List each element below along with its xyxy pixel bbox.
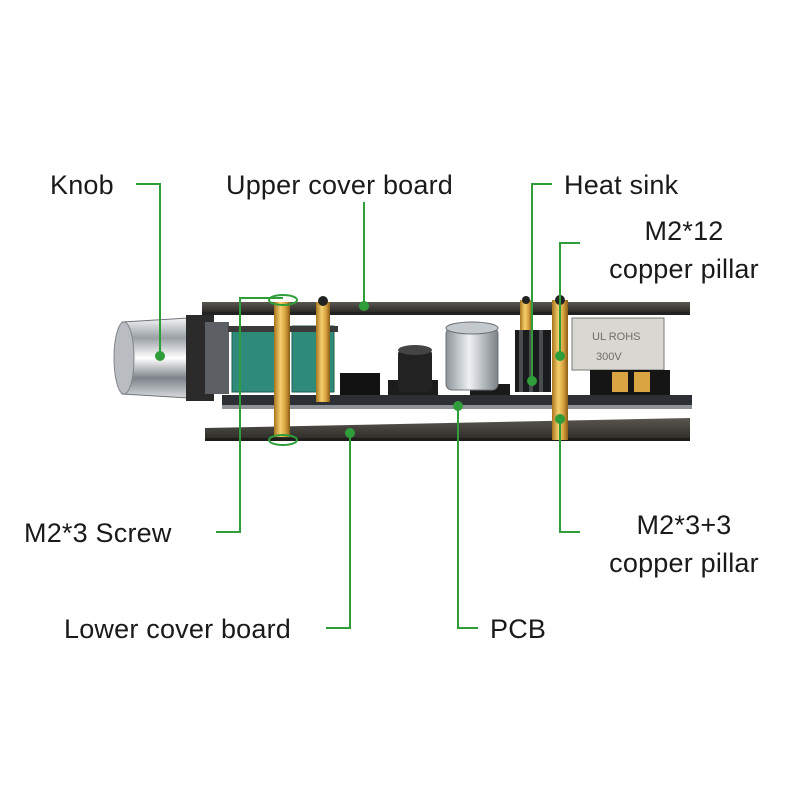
capacitors — [398, 321, 499, 392]
label-knob: Knob — [50, 170, 114, 200]
label-m2-12-line2: copper pillar — [609, 254, 759, 284]
label-m2-12-line1: M2*12 — [644, 216, 724, 246]
brass-pillars — [274, 300, 568, 440]
knob — [113, 315, 229, 401]
leader-m2-3-screw — [216, 297, 283, 533]
label-m2-3-3-line1: M2*3+3 — [636, 510, 732, 540]
relay: UL ROHS 300V — [571, 317, 670, 395]
relay-marking-top: UL ROHS — [592, 331, 641, 343]
leader-dots — [155, 301, 565, 438]
label-pcb: PCB — [490, 614, 547, 644]
leader-pcb — [457, 405, 478, 629]
leader-lines — [136, 183, 580, 629]
label-m2-3-screw: M2*3 Screw — [24, 518, 172, 548]
leader-knob — [136, 183, 161, 355]
leader-lower-cover — [326, 433, 351, 629]
label-m2-3-3-line2: copper pillar — [609, 548, 759, 578]
relay-marking-bottom: 300V — [596, 351, 622, 363]
label-heat-sink: Heat sink — [564, 170, 679, 200]
label-upper-cover-board: Upper cover board — [226, 170, 454, 200]
leader-m2-12 — [559, 242, 580, 355]
leader-m2-3-3 — [559, 418, 580, 533]
lower-cover-board — [205, 418, 690, 441]
leader-heat-sink — [531, 183, 552, 380]
label-lower-cover-board: Lower cover board — [64, 614, 292, 644]
